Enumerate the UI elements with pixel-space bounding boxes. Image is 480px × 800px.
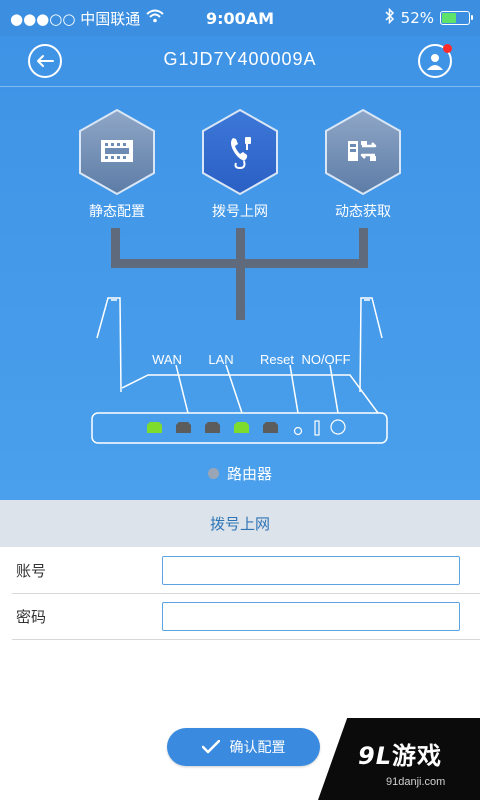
film-strip-icon — [101, 140, 133, 162]
status-bar: ●●●○○ 中国联通 9:00AM 52% — [0, 0, 480, 36]
account-input[interactable] — [162, 556, 460, 585]
battery-fill — [442, 13, 456, 23]
bluetooth-icon — [385, 7, 395, 28]
connection-lines — [111, 228, 368, 320]
back-button[interactable] — [28, 44, 62, 78]
router-status-dot — [207, 468, 219, 479]
watermark-url: 91danji.com — [386, 776, 446, 788]
page-title: G1JD7Y400009A — [163, 49, 317, 69]
dialup-hex — [202, 108, 278, 196]
exchange-icon — [348, 141, 377, 161]
account-row: 账号 — [12, 548, 480, 594]
watermark-num: 9 — [358, 742, 376, 770]
mode-label: 静态配置 — [89, 204, 145, 220]
router-body — [91, 297, 388, 444]
power-label: NO/OFF — [301, 352, 350, 367]
battery-percent: 52% — [400, 9, 434, 27]
battery-icon — [440, 11, 473, 25]
mode-static-config[interactable]: 静态配置 — [72, 108, 162, 221]
watermark-text: 游戏 — [392, 742, 442, 770]
watermark-logo: 9L游戏 — [358, 736, 442, 771]
router-illustration: WAN LAN Reset NO/OFF — [91, 228, 388, 444]
wan-label: WAN — [152, 352, 182, 367]
mode-label: 拨号上网 — [212, 204, 268, 220]
user-icon — [427, 54, 443, 70]
mode-dynamic[interactable]: 动态获取 — [318, 108, 408, 221]
confirm-config-button[interactable]: 确认配置 — [167, 728, 320, 766]
reset-label: Reset — [260, 352, 294, 367]
mode-label: 动态获取 — [335, 204, 391, 220]
section-header: 拨号上网 — [0, 500, 480, 547]
dynamic-hex — [325, 108, 401, 196]
password-input[interactable] — [162, 602, 460, 631]
checkmark-icon — [201, 740, 220, 754]
status-left: ●●●○○ 中国联通 — [10, 8, 164, 29]
watermark-badge — [318, 718, 480, 800]
router-caption: 路由器 — [0, 463, 480, 484]
watermark-mid: L — [375, 742, 392, 770]
password-row: 密码 — [12, 594, 480, 640]
back-arrow-icon — [37, 55, 54, 67]
nav-bar: G1JD7Y400009A — [0, 36, 480, 86]
user-profile-button[interactable] — [418, 44, 452, 78]
nav-divider — [0, 86, 480, 87]
confirm-label: 确认配置 — [229, 740, 286, 756]
account-label: 账号 — [16, 562, 47, 580]
router-ports — [147, 419, 346, 436]
phone-plug-icon — [231, 137, 251, 170]
notification-dot — [443, 44, 452, 53]
carrier-signal: ●●●○○ 中国联通 — [10, 9, 141, 28]
password-label: 密码 — [16, 608, 47, 626]
router-name: 路由器 — [226, 465, 272, 483]
lan-label: LAN — [208, 352, 233, 367]
mode-dialup[interactable]: 拨号上网 — [195, 108, 285, 221]
static-config-hex — [79, 108, 155, 196]
wifi-icon — [146, 9, 164, 27]
status-right: 52% — [385, 7, 473, 28]
